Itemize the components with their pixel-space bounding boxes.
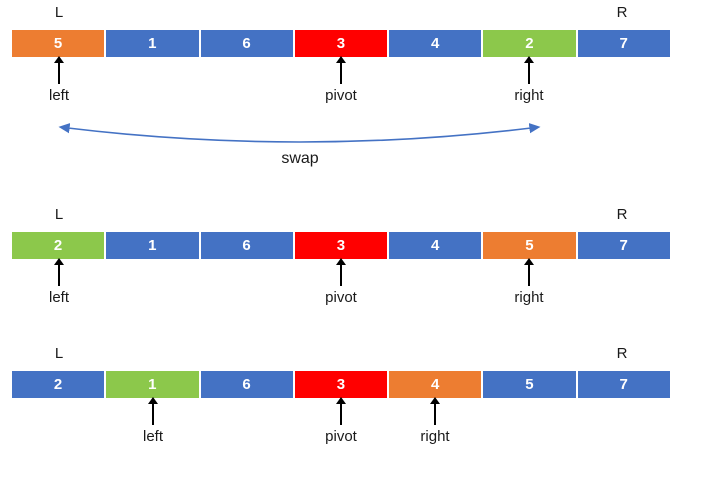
up-arrow-icon bbox=[340, 62, 342, 84]
up-arrow-icon bbox=[528, 62, 530, 84]
array-cell[interactable]: 4 bbox=[389, 232, 484, 259]
array-cell[interactable]: 4 bbox=[389, 30, 484, 57]
array-cell[interactable]: 1 bbox=[106, 371, 201, 398]
pointer-label: left bbox=[48, 87, 69, 104]
pointer-right-row-1: right bbox=[484, 62, 574, 104]
up-arrow-icon bbox=[340, 264, 342, 286]
array-cell[interactable]: 6 bbox=[200, 232, 295, 259]
array-cell[interactable]: 6 bbox=[200, 30, 295, 57]
left-bracket-label-row-2: L bbox=[54, 206, 64, 223]
pointer-label: pivot bbox=[325, 87, 357, 104]
pointer-label: left bbox=[142, 428, 163, 445]
pointer-pivot-row-2: pivot bbox=[296, 264, 386, 306]
pointer-label: pivot bbox=[325, 428, 357, 445]
array-cell[interactable]: 7 bbox=[577, 371, 670, 398]
array-cell[interactable]: 2 bbox=[483, 30, 578, 57]
pointer-label: left bbox=[48, 289, 69, 306]
array-cell[interactable]: 3 bbox=[294, 30, 390, 57]
up-arrow-icon bbox=[152, 403, 154, 425]
array-cell[interactable]: 2 bbox=[12, 232, 107, 259]
array-cell[interactable]: 2 bbox=[12, 371, 107, 398]
up-arrow-icon bbox=[340, 403, 342, 425]
up-arrow-icon bbox=[58, 264, 60, 286]
right-bracket-label-row-2: R bbox=[616, 206, 628, 223]
pointer-left-row-1: left bbox=[14, 62, 104, 104]
left-bracket-label-row-1: L bbox=[54, 4, 64, 21]
swap-double-arrow-icon bbox=[58, 123, 541, 143]
pointer-label: right bbox=[514, 87, 544, 104]
array-cell[interactable]: 3 bbox=[294, 371, 390, 398]
pointer-pivot-row-1: pivot bbox=[296, 62, 386, 104]
array-bar-row-3: 2 1 6 3 4 5 7 bbox=[12, 371, 670, 398]
pointer-pivot-row-3: pivot bbox=[296, 403, 386, 445]
pointer-left-row-3: left bbox=[108, 403, 198, 445]
swap-annotation: swap bbox=[0, 112, 706, 182]
array-cell[interactable]: 1 bbox=[106, 232, 201, 259]
up-arrow-icon bbox=[58, 62, 60, 84]
array-cell[interactable]: 7 bbox=[577, 232, 670, 259]
array-cell[interactable]: 5 bbox=[483, 232, 578, 259]
array-bar-row-2: 2 1 6 3 4 5 7 bbox=[12, 232, 670, 259]
pointer-right-row-2: right bbox=[484, 264, 574, 306]
pointer-left-row-2: left bbox=[14, 264, 104, 306]
array-cell[interactable]: 6 bbox=[200, 371, 295, 398]
swap-label: swap bbox=[281, 150, 319, 167]
right-bracket-label-row-1: R bbox=[616, 4, 628, 21]
left-bracket-label-row-3: L bbox=[54, 345, 64, 362]
pointer-label: right bbox=[420, 428, 450, 445]
up-arrow-icon bbox=[528, 264, 530, 286]
array-cell[interactable]: 1 bbox=[106, 30, 201, 57]
pointer-label: pivot bbox=[325, 289, 357, 306]
pointer-right-row-3: right bbox=[390, 403, 480, 445]
array-cell[interactable]: 5 bbox=[12, 30, 107, 57]
array-cell[interactable]: 5 bbox=[483, 371, 578, 398]
right-bracket-label-row-3: R bbox=[616, 345, 628, 362]
array-cell[interactable]: 3 bbox=[294, 232, 390, 259]
up-arrow-icon bbox=[434, 403, 436, 425]
array-cell[interactable]: 7 bbox=[577, 30, 670, 57]
pointer-label: right bbox=[514, 289, 544, 306]
array-cell[interactable]: 4 bbox=[389, 371, 484, 398]
array-bar-row-1: 5 1 6 3 4 2 7 bbox=[12, 30, 670, 57]
